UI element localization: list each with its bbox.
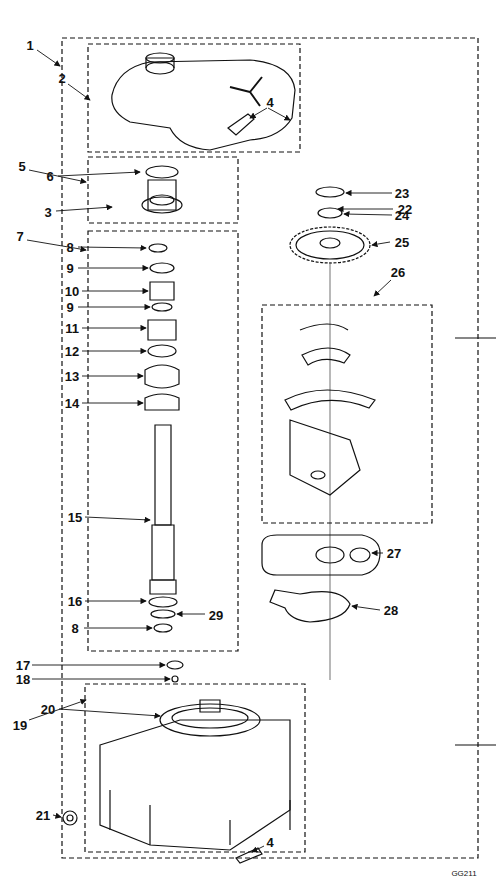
cover-plate xyxy=(112,53,295,150)
side-marks xyxy=(455,338,496,745)
callout-number: 25 xyxy=(395,236,409,249)
callout-number: 24 xyxy=(395,209,409,222)
callout-number: 6 xyxy=(46,170,53,183)
group-frames xyxy=(62,38,478,858)
callout-number: 4 xyxy=(266,96,273,109)
callout-number: 27 xyxy=(387,547,401,560)
callout-number: 15 xyxy=(68,511,82,524)
shaft-assembly xyxy=(142,166,183,682)
callout-number: 1 xyxy=(26,39,33,52)
callout-number: 29 xyxy=(209,609,223,622)
callout-number: 16 xyxy=(68,595,82,608)
callout-number: 18 xyxy=(16,673,30,686)
callout-number: 4 xyxy=(266,836,273,849)
callout-number: 11 xyxy=(65,322,79,335)
drawing-code: GG211 xyxy=(451,870,476,878)
callout-number: 14 xyxy=(65,397,79,410)
base-housing xyxy=(63,700,290,850)
callout-number: 9 xyxy=(66,301,73,314)
gear-and-shifter xyxy=(262,187,380,680)
callout-number: 28 xyxy=(384,604,398,617)
callout-number: 20 xyxy=(41,703,55,716)
leader-lines xyxy=(27,50,393,852)
callout-number: 2 xyxy=(58,72,65,85)
callout-number: 5 xyxy=(18,160,25,173)
callout-number: 9 xyxy=(66,262,73,275)
callout-number: 8 xyxy=(71,622,78,635)
callout-number: 19 xyxy=(13,719,27,732)
callout-number: 3 xyxy=(44,206,51,219)
screws-4 xyxy=(228,114,262,863)
callout-number: 26 xyxy=(391,266,405,279)
callout-number: 21 xyxy=(36,809,50,822)
callout-number: 7 xyxy=(16,230,23,243)
callout-number: 23 xyxy=(395,187,409,200)
callout-number: 12 xyxy=(65,345,79,358)
callout-number: 10 xyxy=(65,285,79,298)
callout-number: 13 xyxy=(65,370,79,383)
callout-number: 8 xyxy=(66,241,73,254)
callout-number: 17 xyxy=(16,659,30,672)
